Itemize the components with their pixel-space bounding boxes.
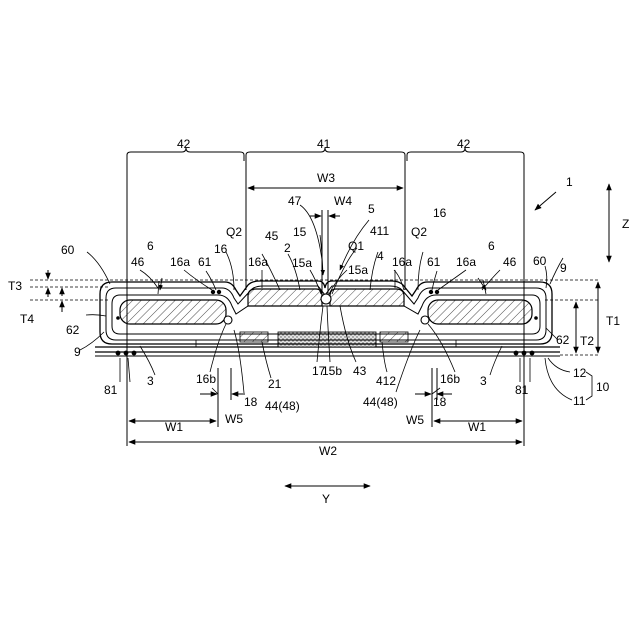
label-z: Z (622, 217, 629, 231)
label-41: 41 (317, 137, 331, 151)
label-w3: W3 (317, 171, 335, 185)
cell-left (120, 300, 226, 324)
label-11: 11 (573, 394, 586, 408)
label-45: 45 (265, 229, 279, 243)
figure-labels: 42 41 42 1 Z W3 47 W4 5 15 45 411 16 Q2 … (8, 137, 629, 506)
label-61-left: 61 (198, 255, 212, 269)
label-6-left: 6 (147, 239, 154, 253)
joint-left (224, 316, 232, 324)
label-6-right: 6 (488, 239, 495, 253)
label-w5-right: W5 (406, 413, 424, 427)
joint-right (421, 316, 429, 324)
ref-1-arrow (535, 192, 556, 210)
label-9-right: 9 (560, 261, 567, 275)
label-81-right: 81 (515, 383, 529, 397)
label-3-right: 3 (480, 374, 487, 388)
label-15a-1: 15a (292, 256, 312, 270)
joint-q1 (321, 294, 331, 304)
label-60-right: 60 (533, 254, 547, 268)
label-15a-2: 15a (348, 263, 368, 277)
w4-dimension (310, 210, 340, 295)
label-42-left: 42 (177, 137, 191, 151)
label-16a-3: 16a (392, 255, 412, 269)
label-46-right: 46 (503, 255, 517, 269)
label-44-48-right: 44(48) (363, 395, 398, 409)
label-47: 47 (288, 194, 302, 208)
label-18-right: 18 (433, 395, 447, 409)
label-t1: T1 (606, 314, 620, 328)
base-plate (95, 347, 560, 356)
label-5: 5 (368, 202, 375, 216)
label-q2-left: Q2 (226, 225, 242, 239)
label-y: Y (322, 492, 330, 506)
label-16a-1: 16a (170, 255, 190, 269)
label-3-left: 3 (147, 374, 154, 388)
cell-center-left (248, 289, 322, 306)
label-44-48-left: 44(48) (265, 399, 300, 413)
label-q2-right: Q2 (411, 225, 427, 239)
cell-right (428, 300, 532, 324)
label-2: 2 (284, 241, 291, 255)
label-w1-right: W1 (468, 420, 486, 434)
bottom-dimensions (129, 368, 522, 442)
label-16a-4: 16a (456, 255, 476, 269)
label-16b-left: 16b (196, 372, 216, 386)
label-16-left: 16 (214, 242, 228, 256)
label-42-right: 42 (457, 137, 471, 151)
label-61-right: 61 (427, 255, 441, 269)
label-w5-left: W5 (225, 412, 243, 426)
label-46-left: 46 (131, 255, 145, 269)
label-411: 411 (370, 224, 389, 238)
label-w2: W2 (319, 444, 337, 458)
label-w1-left: W1 (165, 420, 183, 434)
label-12: 12 (573, 366, 587, 380)
label-16a-2: 16a (248, 255, 268, 269)
label-t4: T4 (20, 312, 34, 326)
label-81-left: 81 (104, 383, 118, 397)
label-412: 412 (376, 374, 396, 388)
label-10: 10 (596, 380, 610, 394)
cell-center-right (330, 289, 404, 306)
label-9-left: 9 (74, 345, 81, 359)
label-1: 1 (566, 175, 573, 189)
label-21: 21 (268, 377, 282, 391)
label-15b: 15b (322, 364, 342, 378)
label-16-right: 16 (433, 206, 447, 220)
label-t3: T3 (8, 279, 22, 293)
label-62-left: 62 (66, 323, 80, 337)
label-15: 15 (293, 225, 307, 239)
label-62-right: 62 (556, 333, 570, 347)
label-t2: T2 (580, 334, 594, 348)
label-60-left: 60 (61, 243, 75, 257)
label-w4: W4 (334, 194, 352, 208)
t3-t4-dimension (48, 270, 62, 312)
label-16b-right: 16b (440, 372, 460, 386)
label-18-left: 18 (244, 395, 258, 409)
label-q1: Q1 (348, 239, 364, 253)
label-4: 4 (377, 249, 384, 263)
label-43: 43 (353, 364, 367, 378)
